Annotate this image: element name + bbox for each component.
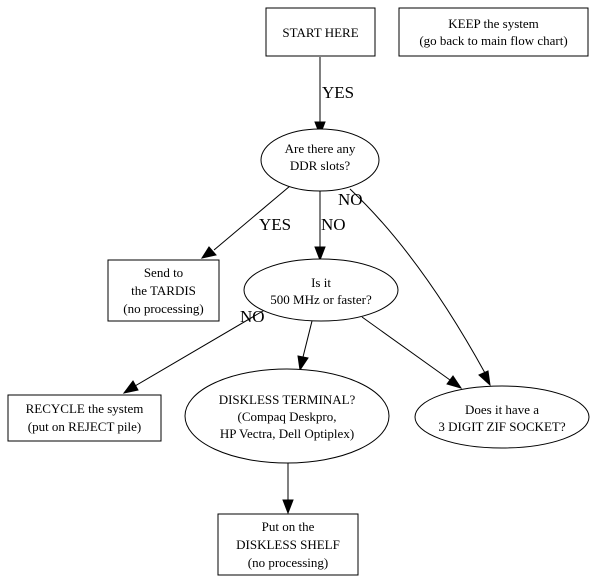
edge-label-speed-recycle: NO — [240, 307, 265, 326]
node-diskless-terminal: DISKLESS TERMINAL? (Compaq Deskpro, HP V… — [184, 368, 390, 464]
node-tardis-line-3: (no processing) — [123, 301, 204, 316]
edge-label-start-ddr: YES — [322, 83, 354, 102]
node-zif-socket: Does it have a 3 DIGIT ZIF SOCKET? — [414, 385, 590, 449]
node-recycle-system: RECYCLE the system (put on REJECT pile) — [7, 394, 162, 442]
node-keep-line-2: (go back to main flow chart) — [419, 33, 567, 48]
node-start-line-1: START HERE — [282, 25, 358, 40]
node-ddr-line-2: DDR slots? — [290, 158, 351, 173]
node-diskless-shelf: Put on the DISKLESS SHELF (no processing… — [217, 513, 359, 576]
node-shelf-line-3: (no processing) — [248, 555, 329, 570]
node-speed-line-1: Is it — [311, 275, 331, 290]
edge-speed-to-diskless — [297, 320, 313, 372]
edge-ddr-to-speed — [314, 191, 326, 262]
node-diskless-line-2: (Compaq Deskpro, — [238, 409, 337, 424]
edge-label-ddr-speed: NO — [321, 215, 346, 234]
node-keep-system: KEEP the system (go back to main flow ch… — [398, 7, 589, 57]
edge-diskless-to-shelf — [282, 463, 294, 515]
node-send-to-tardis: Send to the TARDIS (no processing) — [107, 259, 220, 322]
node-speed-check: Is it 500 MHz or faster? — [243, 258, 399, 322]
node-tardis-line-1: Send to — [144, 265, 183, 280]
edge-ddr-to-zif — [349, 188, 491, 387]
edge-speed-to-zif — [361, 316, 463, 389]
node-zif-line-1: Does it have a — [465, 402, 539, 417]
node-shelf-line-1: Put on the — [262, 519, 315, 534]
edge-ddr-to-tardis — [200, 185, 291, 259]
edge-label-ddr-tardis: YES — [259, 215, 291, 234]
edge-label-ddr-zif: NO — [338, 190, 363, 209]
node-recycle-line-2: (put on REJECT pile) — [28, 419, 142, 434]
edge-speed-to-recycle — [122, 307, 269, 394]
node-tardis-line-2: the TARDIS — [131, 283, 196, 298]
node-ddr-line-1: Are there any — [285, 141, 356, 156]
node-diskless-line-1: DISKLESS TERMINAL? — [219, 392, 356, 407]
node-shelf-line-2: DISKLESS SHELF — [236, 537, 340, 552]
node-keep-line-1: KEEP the system — [448, 16, 539, 31]
node-zif-line-2: 3 DIGIT ZIF SOCKET? — [438, 419, 565, 434]
node-recycle-line-1: RECYCLE the system — [26, 401, 144, 416]
node-start-here: START HERE — [265, 7, 376, 57]
node-speed-line-2: 500 MHz or faster? — [270, 292, 372, 307]
node-diskless-line-3: HP Vectra, Dell Optiplex) — [220, 426, 354, 441]
node-ddr-slots: Are there any DDR slots? — [260, 128, 380, 192]
